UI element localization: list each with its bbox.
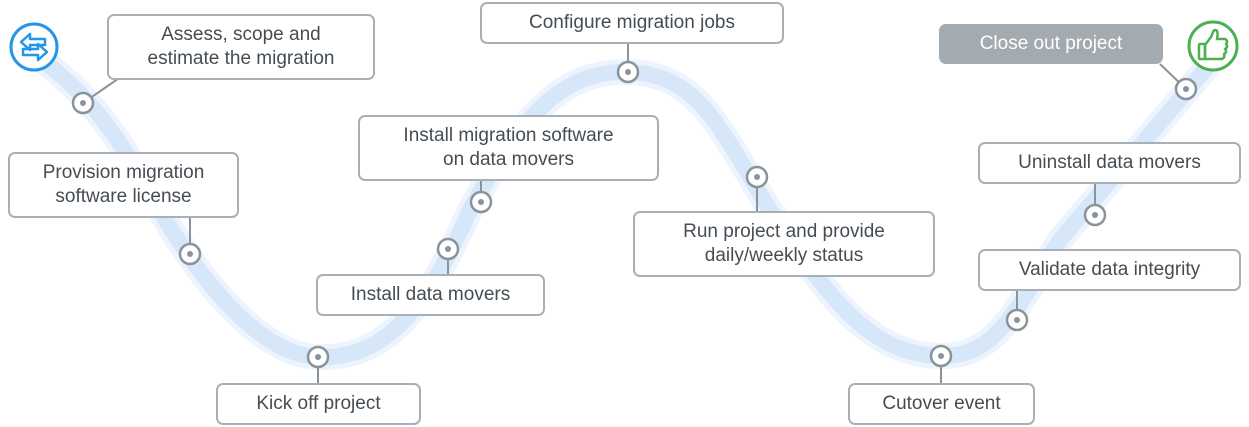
step-provision: Provision migration software license bbox=[8, 152, 239, 218]
step-run-line-1: Run project and provide bbox=[683, 221, 885, 242]
step-cutover: Cutover event bbox=[848, 383, 1035, 425]
step-run-line-2: daily/weekly status bbox=[704, 245, 864, 266]
step-kickoff-line-1: Kick off project bbox=[256, 393, 381, 414]
step-provision-line-1: Provision migration bbox=[42, 162, 205, 183]
step-provision-line-2: software license bbox=[55, 186, 192, 207]
step-install-movers-line-1: Install data movers bbox=[350, 284, 511, 305]
step-cutover-line-1: Cutover event bbox=[882, 393, 1001, 414]
node-dot-provision bbox=[187, 251, 193, 257]
node-dot-kickoff bbox=[315, 354, 321, 360]
node-dot-cutover bbox=[938, 353, 944, 359]
step-uninstall: Uninstall data movers bbox=[978, 142, 1241, 184]
step-install-movers: Install data movers bbox=[316, 274, 545, 316]
node-dot-configure bbox=[625, 69, 631, 75]
node-dot-run bbox=[754, 174, 760, 180]
step-close: Close out project bbox=[939, 24, 1163, 64]
step-assess-line-1: Assess, scope and bbox=[161, 24, 321, 45]
step-install-software: Install migration software on data mover… bbox=[358, 115, 659, 181]
node-dot-uninstall bbox=[1092, 212, 1098, 218]
step-assess-line-2: estimate the migration bbox=[147, 48, 335, 69]
step-close-line-1: Close out project bbox=[979, 33, 1123, 54]
node-dot-install-software bbox=[478, 199, 484, 205]
step-validate-line-1: Validate data integrity bbox=[1018, 259, 1201, 280]
node-dot-close bbox=[1183, 86, 1189, 92]
step-install-software-line-2: on data movers bbox=[443, 149, 574, 170]
node-dot-install-movers bbox=[445, 246, 451, 252]
step-configure: Configure migration jobs bbox=[480, 2, 784, 44]
node-dot-assess bbox=[80, 100, 86, 106]
step-assess: Assess, scope and estimate the migration bbox=[107, 14, 375, 80]
step-validate: Validate data integrity bbox=[978, 249, 1241, 291]
step-uninstall-line-1: Uninstall data movers bbox=[1018, 152, 1201, 173]
step-install-software-line-1: Install migration software bbox=[403, 125, 614, 146]
step-run: Run project and provide daily/weekly sta… bbox=[633, 211, 935, 277]
step-configure-line-1: Configure migration jobs bbox=[529, 12, 735, 33]
node-dot-validate bbox=[1014, 317, 1020, 323]
step-kickoff: Kick off project bbox=[216, 383, 421, 425]
